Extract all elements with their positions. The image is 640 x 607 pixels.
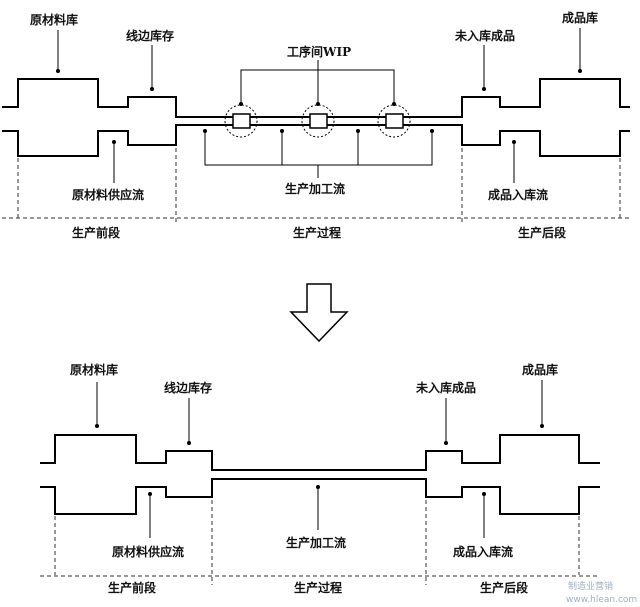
bottom-raw-supply-flow-label: 原材料供应流	[112, 544, 184, 559]
bottom-pending-finished-label: 未入库成品	[415, 380, 476, 395]
top-raw-material-store-label: 原材料库	[30, 12, 78, 27]
top-pipe-upper	[2, 78, 630, 118]
bottom-raw-material-store-label: 原材料库	[70, 362, 118, 377]
bottom-diagram: 原材料库 线边库存 未入库成品 成品库 原材料供应流 生产加工流 成品入库流 生…	[40, 362, 600, 595]
top-raw-supply-flow-label: 原材料供应流	[72, 187, 144, 202]
processing-flow-bracket	[204, 131, 433, 178]
top-pipe-lower	[2, 124, 630, 157]
watermark-line1: 制造业营销	[568, 580, 613, 592]
top-line-side-stock-label: 线边库存	[126, 28, 174, 43]
bottom-finished-inbound-flow-label: 成品入库流	[453, 544, 513, 559]
watermark-line2: www.hlean.com	[566, 595, 637, 605]
bottom-processing-flow-label: 生产加工流	[286, 535, 346, 550]
wip-buffer-3	[377, 104, 411, 138]
wip-buffer-2	[301, 104, 335, 138]
bottom-stage-front-label: 生产前段	[108, 580, 157, 595]
top-diagram: 原材料库 线边库存 工序间WIP 未入库成品 成品库 原材料供应流 生产加工流 …	[2, 10, 632, 240]
top-pending-finished-label: 未入库成品	[454, 28, 515, 43]
top-finished-store-label: 成品库	[562, 10, 598, 25]
top-processing-flow-label: 生产加工流	[285, 181, 345, 196]
top-finished-inbound-flow-label: 成品入库流	[488, 187, 548, 202]
top-stage-process-label: 生产过程	[293, 225, 341, 240]
bottom-stage-process-label: 生产过程	[294, 580, 342, 595]
bottom-finished-store-label: 成品库	[522, 362, 558, 377]
wip-buffer-1	[224, 104, 258, 138]
transition-arrow-icon	[289, 283, 349, 343]
bottom-pipe-upper	[40, 434, 600, 471]
bottom-pipe-lower	[40, 478, 600, 515]
top-process-wip-label: 工序间WIP	[287, 44, 351, 59]
top-stage-back-label: 生产后段	[518, 225, 567, 240]
wip-bracket	[240, 60, 395, 105]
bottom-line-side-stock-label: 线边库存	[164, 380, 212, 395]
bottom-stage-back-label: 生产后段	[480, 580, 529, 595]
top-stage-front-label: 生产前段	[72, 225, 121, 240]
